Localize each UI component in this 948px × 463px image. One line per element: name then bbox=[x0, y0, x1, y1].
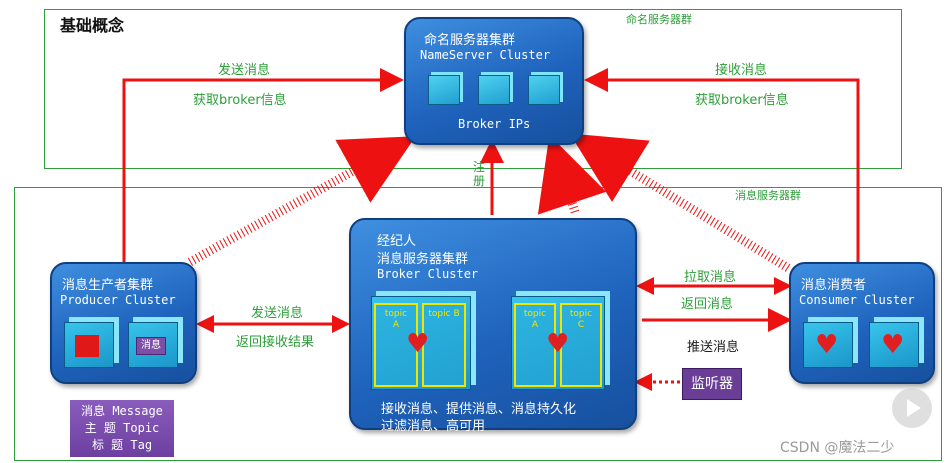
nameserver-group-label: 命名服务器群 bbox=[626, 13, 692, 26]
producer-message-square bbox=[75, 335, 99, 357]
broker-node-2-heart-icon: ♥ bbox=[546, 329, 570, 359]
producer-node-2: 消息 bbox=[128, 322, 178, 368]
broker-caption-1: 接收消息、提供消息、消息持久化 bbox=[381, 402, 577, 417]
message-info-box: 消息 Message 主 题 Topic 标 题 Tag bbox=[70, 400, 174, 457]
consumer-cluster-box: 消息消费者 Consumer Cluster ♥ ♥ bbox=[789, 262, 935, 384]
topic-c-name: C bbox=[577, 320, 585, 330]
topic-a-1-label: topic bbox=[384, 309, 408, 319]
producer-node-1 bbox=[64, 322, 114, 368]
topic-a-2-name: A bbox=[531, 320, 539, 330]
topic-c-label: topic bbox=[569, 309, 593, 319]
page-title: 基础概念 bbox=[60, 16, 125, 35]
play-icon bbox=[892, 388, 932, 428]
topic-b-name: B bbox=[453, 309, 460, 319]
label-pull: 拉取消息 bbox=[684, 270, 737, 285]
nameserver-node-1 bbox=[428, 75, 460, 105]
broker-line-2: 消息服务器集群 bbox=[377, 252, 469, 267]
label-receive-top: 接收消息 bbox=[715, 63, 768, 78]
watermark: CSDN @魔法二少 bbox=[780, 440, 895, 456]
nameserver-title-cn: 命名服务器集群 bbox=[424, 33, 516, 48]
label-register: 注册 bbox=[473, 160, 486, 188]
label-send-mid: 发送消息 bbox=[251, 306, 304, 321]
label-return-result: 返回接收结果 bbox=[236, 335, 315, 350]
message-info-line-2: 主 题 Topic bbox=[84, 421, 160, 435]
consumer-node-1-heart-icon: ♥ bbox=[815, 330, 839, 360]
producer-title-en: Producer Cluster bbox=[60, 293, 176, 307]
broker-caption-2: 过滤消息、高可用 bbox=[381, 419, 486, 434]
listener-box: 监听器 bbox=[682, 368, 742, 400]
consumer-node-1: ♥ bbox=[803, 322, 853, 368]
producer-small-message: 消息 bbox=[136, 337, 166, 355]
producer-title-cn: 消息生产者集群 bbox=[62, 278, 154, 293]
edge-producer-to-nameserver bbox=[122, 68, 404, 262]
broker-line-3: Broker Cluster bbox=[377, 267, 479, 281]
edge-producer-diag bbox=[187, 136, 416, 266]
message-info-line-1: 消息 Message bbox=[81, 404, 163, 418]
nameserver-node-2 bbox=[478, 75, 510, 105]
broker-group-label: 消息服务器群 bbox=[735, 189, 801, 202]
consumer-node-2: ♥ bbox=[869, 322, 919, 368]
consumer-title-cn: 消息消费者 bbox=[801, 278, 867, 293]
message-info-line-3: 标 题 Tag bbox=[91, 438, 153, 452]
topic-b: topic B bbox=[422, 303, 466, 387]
producer-cluster-box: 消息生产者集群 Producer Cluster 消息 bbox=[50, 262, 197, 384]
nameserver-group-frame bbox=[44, 9, 902, 169]
label-return-msg: 返回消息 bbox=[681, 297, 734, 312]
consumer-node-2-heart-icon: ♥ bbox=[881, 330, 905, 360]
label-push: 推送消息 bbox=[687, 340, 740, 355]
nameserver-title-en: NameServer Cluster bbox=[420, 48, 551, 62]
nameserver-cluster-box: 命名服务器集群 NameServer Cluster Broker IPs bbox=[404, 17, 584, 145]
broker-node-1-heart-icon: ♥ bbox=[406, 329, 430, 359]
topic-b-label: topic bbox=[428, 309, 451, 319]
topic-a-2-label: topic bbox=[523, 309, 547, 319]
nameserver-ips-label: Broker IPs bbox=[458, 117, 531, 131]
edge-consumer-to-nameserver bbox=[584, 68, 860, 262]
broker-group-frame bbox=[14, 187, 942, 461]
edge-broker-diag-left bbox=[537, 134, 607, 215]
label-get-broker-left: 获取broker信息 bbox=[193, 93, 287, 108]
nameserver-node-3 bbox=[528, 75, 560, 105]
consumer-title-en: Consumer Cluster bbox=[799, 293, 915, 307]
label-get-broker-right: 获取broker信息 bbox=[695, 93, 789, 108]
label-send-top: 发送消息 bbox=[218, 63, 271, 78]
topic-a-1-name: A bbox=[392, 320, 400, 330]
broker-line-1: 经纪人 bbox=[377, 234, 417, 249]
